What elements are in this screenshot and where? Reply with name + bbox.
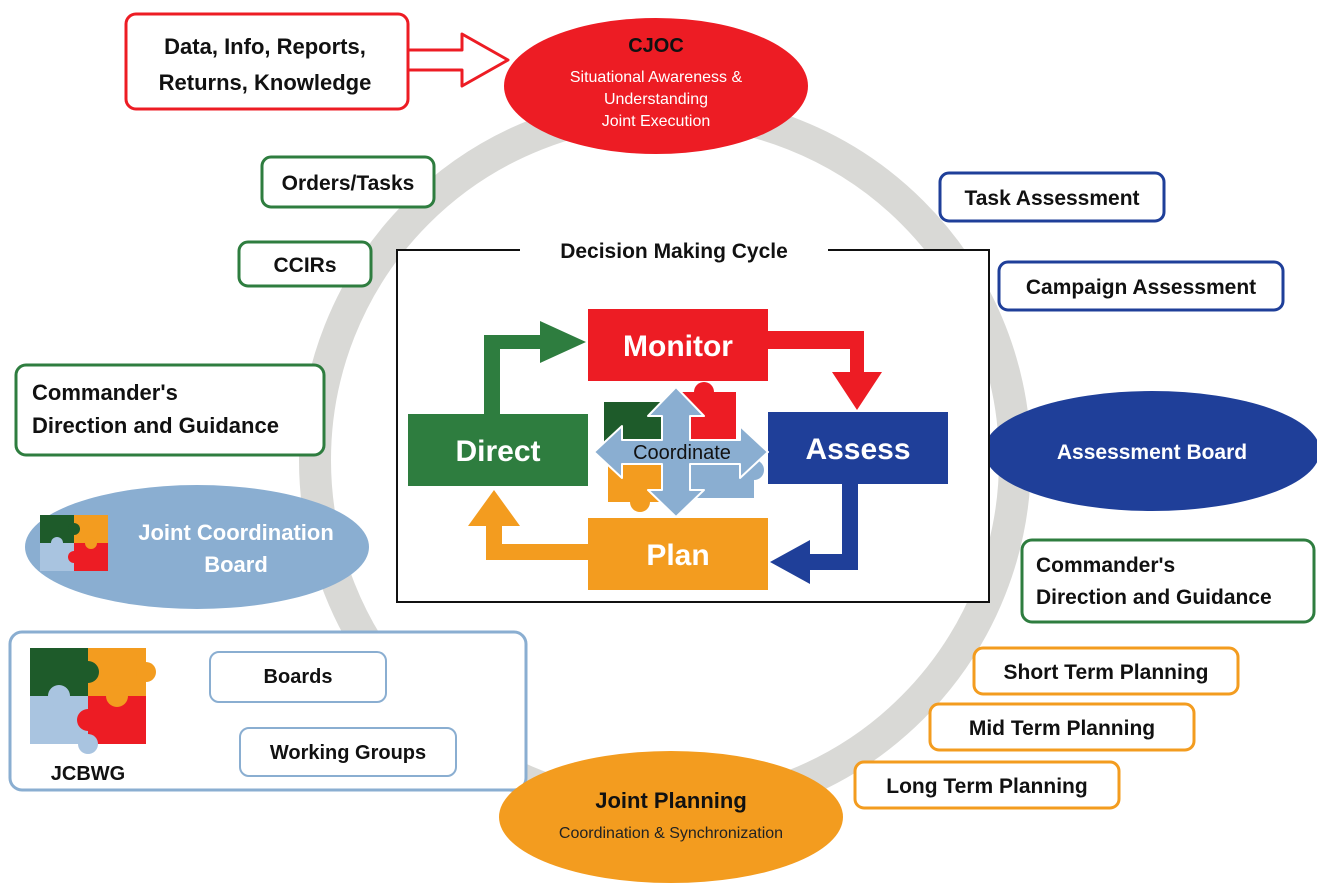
boards-box xyxy=(209,651,387,703)
right-commander-line2: Direction and Guidance xyxy=(1036,586,1272,609)
monitor-label: Monitor xyxy=(623,330,733,363)
jcb-line2: Board xyxy=(204,552,268,577)
joint-planning-subtitle: Coordination & Synchronization xyxy=(559,825,783,842)
short-term-box: Short Term Planning xyxy=(972,646,1240,696)
assessment-board-label: Assessment Board xyxy=(1057,441,1247,464)
ccirs-label: CCIRs xyxy=(273,254,336,277)
jcb-puzzle-icon xyxy=(40,515,108,571)
arrow-plan-to-direct xyxy=(468,490,588,560)
left-commander-line1: Commander's xyxy=(32,380,178,405)
long-term-label: Long Term Planning xyxy=(886,775,1087,798)
assessment-board: Assessment Board xyxy=(984,391,1317,511)
jcb-line1: Joint Coordination xyxy=(138,520,334,545)
right-commander-line1: Commander's xyxy=(1036,554,1175,577)
joint-coordination-board: Joint Coordination Board xyxy=(25,485,369,609)
coordinate-label: Coordinate xyxy=(633,442,731,464)
direct-label: Direct xyxy=(455,435,540,468)
cjoc-line1: Situational Awareness & xyxy=(570,69,743,86)
short-term-label: Short Term Planning xyxy=(1004,661,1209,684)
assess-block: Assess xyxy=(768,412,948,484)
cjoc-title: CJOC xyxy=(628,35,684,57)
plan-block: Plan xyxy=(588,518,768,590)
working-groups-label: Working Groups xyxy=(270,742,426,764)
input-arrow xyxy=(406,32,510,88)
inputs-box: Data, Info, Reports, Returns, Knowledge xyxy=(124,12,410,111)
ccirs-box: CCIRs xyxy=(237,240,373,288)
campaign-assessment-label: Campaign Assessment xyxy=(1026,276,1256,299)
arrow-monitor-to-assess xyxy=(768,331,882,410)
orders-tasks-box: Orders/Tasks xyxy=(260,155,436,209)
left-commander-line2: Direction and Guidance xyxy=(32,413,279,438)
cjoc-line2: Understanding xyxy=(604,91,708,108)
inputs-line2: Returns, Knowledge xyxy=(159,70,372,95)
task-assessment-box: Task Assessment xyxy=(938,171,1166,223)
plan-label: Plan xyxy=(646,539,709,572)
mid-term-label: Mid Term Planning xyxy=(969,717,1155,740)
arrow-assess-to-plan xyxy=(770,484,858,584)
arrow-direct-to-monitor xyxy=(484,321,586,414)
direct-block: Direct xyxy=(408,414,588,486)
orders-tasks-label: Orders/Tasks xyxy=(282,172,415,195)
monitor-block: Monitor xyxy=(588,309,768,381)
cjoc-line3: Joint Execution xyxy=(602,113,711,130)
campaign-assessment-box: Campaign Assessment xyxy=(997,260,1285,312)
joint-planning-title: Joint Planning xyxy=(595,788,747,813)
assess-label: Assess xyxy=(805,433,910,466)
jcbwg-puzzle-icon xyxy=(30,648,156,754)
cjoc-node: CJOC Situational Awareness & Understandi… xyxy=(504,18,808,154)
inputs-line1: Data, Info, Reports, xyxy=(164,34,366,59)
boards-label: Boards xyxy=(264,666,333,688)
jcbwg-label: JCBWG xyxy=(51,763,125,785)
task-assessment-label: Task Assessment xyxy=(964,187,1139,210)
coordinate-arrow-icon xyxy=(593,386,769,518)
mid-term-box: Mid Term Planning xyxy=(928,702,1196,752)
joint-planning-node: Joint Planning Coordination & Synchroniz… xyxy=(499,751,843,883)
decision-cycle-title: Decision Making Cycle xyxy=(560,240,788,263)
working-groups-box xyxy=(239,727,457,777)
right-commander-box: Commander's Direction and Guidance xyxy=(1020,538,1316,624)
long-term-box: Long Term Planning xyxy=(853,760,1121,810)
left-commander-box: Commander's Direction and Guidance xyxy=(14,363,326,457)
jcbwg-panel: JCBWG Boards Working Groups xyxy=(8,630,528,792)
